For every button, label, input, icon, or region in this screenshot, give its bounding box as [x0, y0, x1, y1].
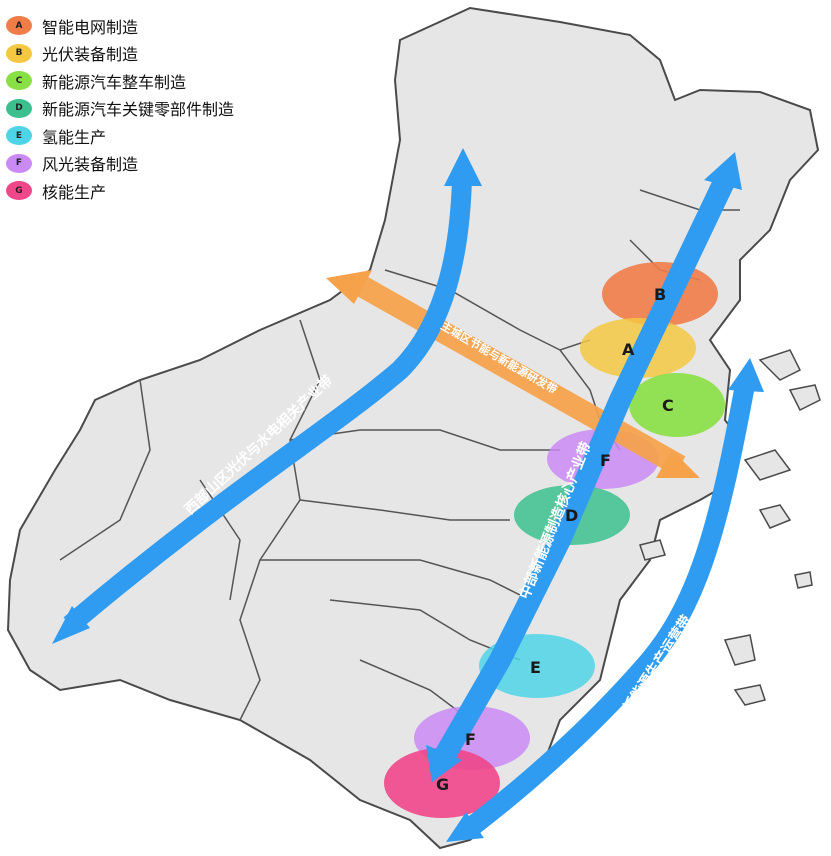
islands — [639, 349, 821, 706]
legend-item-e: E 氢能生产 — [6, 122, 296, 150]
zone-c-ellipse — [629, 373, 725, 437]
zone-g-label: G — [436, 775, 449, 794]
central-belt-arrow — [426, 152, 742, 782]
zone-f-north-label: F — [600, 451, 611, 470]
legend-item-d: D 新能源汽车关键零部件制造 — [6, 95, 296, 123]
legend-item-b: B 光伏装备制造 — [6, 40, 296, 68]
west-belt-arrow — [52, 148, 482, 644]
legend-label-f: 风光装备制造 — [42, 155, 139, 175]
legend-label-d: 新能源汽车关键零部件制造 — [42, 100, 235, 120]
zone-d-label: D — [565, 506, 578, 525]
legend-item-f: F 风光装备制造 — [6, 150, 296, 178]
legend-key-d: D — [6, 98, 32, 118]
legend-key-g: G — [6, 181, 32, 201]
legend-key-b: B — [6, 43, 32, 63]
legend-label-a: 智能电网制造 — [42, 17, 139, 37]
legend-key-c: C — [6, 71, 32, 91]
district-borders — [59, 189, 740, 721]
legend-item-a: A 智能电网制造 — [6, 12, 296, 40]
legend-label-b: 光伏装备制造 — [42, 45, 139, 65]
zone-c-label: C — [662, 396, 674, 415]
east-belt-arrow — [446, 358, 764, 842]
zone-e-label: E — [530, 658, 541, 677]
zone-g-ellipse — [384, 748, 500, 818]
zone-b-label: B — [654, 285, 666, 304]
legend-key-a: A — [6, 16, 32, 36]
legend-label-e: 氢能生产 — [42, 127, 107, 147]
zone-f-south-label: F — [465, 730, 476, 749]
main-city-belt-arrow — [326, 270, 700, 478]
legend: A 智能电网制造 B 光伏装备制造 C 新能源汽车整车制造 D 新能源汽车关键零… — [6, 12, 296, 205]
legend-item-c: C 新能源汽车整车制造 — [6, 67, 296, 95]
legend-key-f: F — [6, 153, 32, 173]
legend-label-g: 核能生产 — [42, 182, 107, 202]
zone-a-label: A — [622, 340, 635, 359]
legend-label-c: 新能源汽车整车制造 — [42, 72, 187, 92]
legend-key-e: E — [6, 126, 32, 146]
legend-item-g: G 核能生产 — [6, 177, 296, 205]
